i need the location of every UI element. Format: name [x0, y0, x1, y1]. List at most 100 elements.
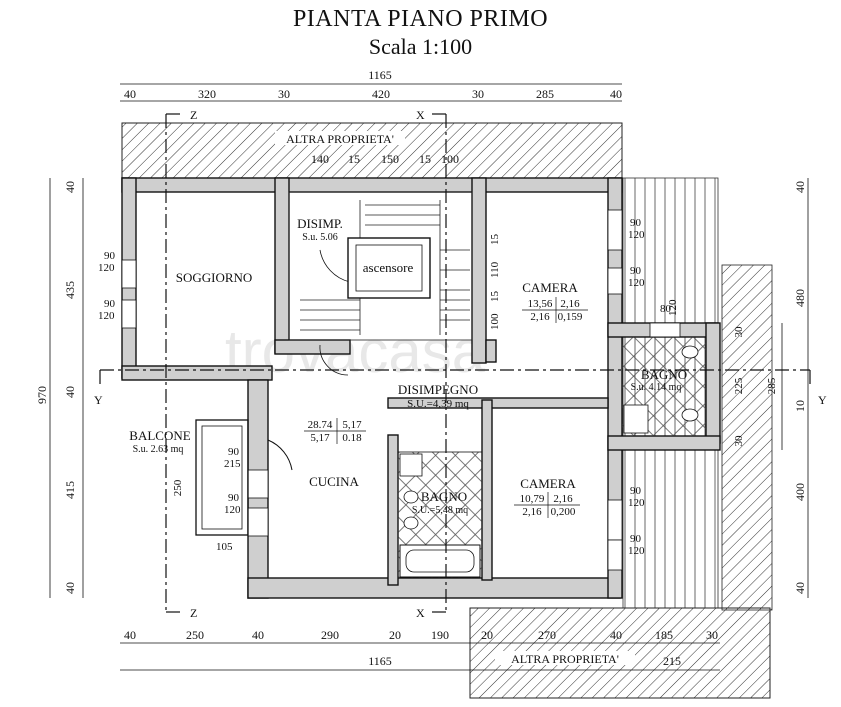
bottom-total-dim: 1165 [368, 654, 392, 668]
room-disimpegno: DISIMPEGNO [398, 382, 478, 397]
dim-label: 120 [667, 299, 679, 316]
plan-title: PIANTA PIANO PRIMO [292, 6, 549, 32]
room-camera2-d: 0,200 [551, 506, 576, 518]
left-dim-col: 40 435 40 415 40 [63, 181, 77, 594]
dim-label: 290 [321, 628, 339, 642]
top-total-dim: 1165 [368, 68, 392, 82]
elevator [347, 237, 431, 299]
dim-label: 250 [172, 479, 184, 496]
plan-scale: Scala 1:100 [368, 34, 473, 59]
room-camera1-c: 2,16 [530, 311, 550, 323]
dim-label: 225 [733, 377, 745, 394]
windows [121, 209, 681, 571]
section-z-bottom: Z [190, 606, 197, 620]
dim-label: 105 [216, 541, 233, 553]
door-swing [267, 439, 293, 471]
dim-label: 15 [348, 152, 360, 166]
dim-label: 420 [372, 87, 390, 101]
dim-label: 120 [628, 497, 645, 509]
window-dims: 90 120 90 120 90 215 90 120 90 120 90 12… [98, 217, 679, 557]
dimension-lines [49, 83, 809, 671]
dim-label: 30 [472, 87, 484, 101]
dim-label: 120 [628, 277, 645, 289]
dim-label: 15 [489, 234, 501, 246]
room-disimp: DISIMP. [297, 216, 343, 231]
room-camera1-d: 0,159 [558, 311, 583, 323]
room-cucina-c: 5,17 [310, 432, 330, 444]
dim-label: 20 [389, 628, 401, 642]
dim-label: 30 [733, 435, 745, 447]
toilet [403, 516, 419, 530]
dim-label: 185 [655, 628, 673, 642]
dim-label: 30 [706, 628, 718, 642]
section-x-bottom: X [416, 606, 425, 620]
dim-label: 90 [630, 217, 642, 229]
dim-label: 80 [660, 303, 672, 315]
room-camera1: CAMERA [522, 280, 578, 295]
dim-label: 40 [63, 582, 77, 594]
dim-label: 120 [224, 504, 241, 516]
dim-label: 120 [628, 545, 645, 557]
dim-label: 40 [63, 386, 77, 398]
dim-label: 90 [228, 492, 240, 504]
room-bagno2: BAGNO [421, 489, 467, 504]
dim-label: 40 [793, 181, 807, 193]
dim-label: 40 [63, 181, 77, 193]
room-camera1-a: 13,56 [528, 298, 553, 310]
room-bagno1-area: S.u. 4.14 mq [631, 382, 682, 393]
left-total-dim: 970 [35, 386, 49, 404]
dim-label: 320 [198, 87, 216, 101]
top-dim-row: 40 320 30 420 30 285 40 [124, 87, 622, 101]
room-bagno2-area: S.U.=5,48 mq [412, 505, 468, 516]
dim-label: 285 [766, 377, 778, 394]
dim-label: 270 [538, 628, 556, 642]
dim-label: 140 [311, 152, 329, 166]
dim-label: 20 [481, 628, 493, 642]
dim-label: 215 [224, 458, 241, 470]
room-camera2-c: 2,16 [522, 506, 542, 518]
dim-label: 90 [104, 298, 116, 310]
room-cucina: CUCINA [309, 474, 359, 489]
room-soggiorno: SOGGIORNO [176, 270, 253, 285]
room-balcone: BALCONE [129, 428, 190, 443]
dim-label: 30 [733, 326, 745, 338]
dim-label: 15 [489, 291, 501, 303]
section-x-top: X [416, 108, 425, 122]
dim-label: 15 [419, 152, 431, 166]
room-cucina-d: 0.18 [342, 432, 362, 444]
dim-label: 435 [63, 281, 77, 299]
right-dim-col: 40 480 10 400 40 [793, 181, 807, 594]
dim-label: 150 [381, 152, 399, 166]
bottom-dim-row: 40 250 40 290 20 190 20 270 40 185 30 [124, 628, 718, 642]
dim-label: 40 [610, 87, 622, 101]
dim-label: 40 [610, 628, 622, 642]
dim-label: 480 [793, 289, 807, 307]
elevator-label: ascensore [363, 260, 414, 275]
room-camera2-b: 2,16 [553, 493, 573, 505]
room-bagno1: BAGNO [641, 367, 687, 382]
dim-label: 120 [628, 229, 645, 241]
dim-label: 100 [489, 313, 501, 330]
dim-label: 90 [104, 250, 116, 262]
dim-label: 110 [489, 261, 501, 278]
dim-label: 40 [124, 87, 136, 101]
right-inner-dims: 30 225 285 30 [733, 326, 778, 447]
dim-label: 100 [441, 152, 459, 166]
dim-label: 90 [630, 265, 642, 277]
inner-top-dims: 140 15 150 15 100 [311, 152, 459, 166]
neighbor-label-bottom: ALTRA PROPRIETA' [511, 652, 619, 666]
room-camera2-a: 10,79 [520, 493, 545, 505]
sink [399, 453, 423, 477]
dim-label: 285 [536, 87, 554, 101]
dim-label: 40 [793, 582, 807, 594]
dim-label: 190 [431, 628, 449, 642]
neighbor-property-right [721, 264, 773, 611]
dim-label: 400 [793, 483, 807, 501]
section-y-right: Y [818, 393, 827, 407]
dim-label: 90 [630, 533, 642, 545]
room-disimpegno-area: S.U.=4,39 mq [407, 398, 469, 410]
dim-label: 120 [98, 310, 115, 322]
dim-label: 10 [793, 400, 807, 412]
room-disimp-area: S.u. 5.06 [302, 232, 338, 243]
